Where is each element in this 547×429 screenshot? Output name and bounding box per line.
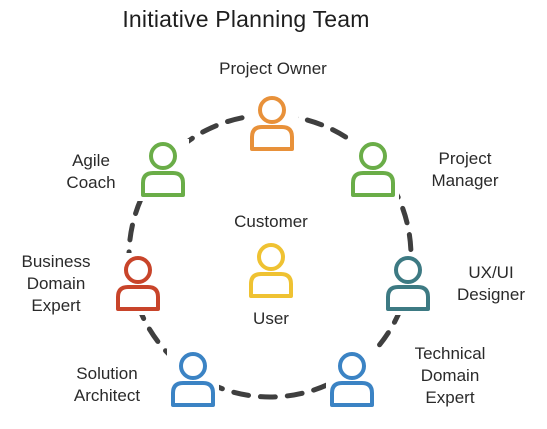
role-label-project-manager: Project Manager — [431, 149, 499, 190]
role-label-project-owner: Project Owner — [219, 59, 327, 78]
diagram-title: Initiative Planning Team — [122, 6, 370, 32]
person-icon-customer-user — [245, 240, 297, 302]
role-label-agile-coach: Agile Coach — [66, 151, 116, 192]
role-label-ux-ui-designer: UX/UI Designer — [456, 263, 526, 304]
person-icon-solution-architect — [167, 349, 219, 411]
person-icon-project-manager — [347, 139, 399, 201]
role-label-business-domain-expert: Business Domain Expert — [21, 252, 91, 315]
center-label-customer: Customer — [234, 212, 308, 231]
person-icon-business-domain-expert — [112, 253, 164, 315]
person-icon-agile-coach — [137, 139, 189, 201]
role-label-technical-domain-expert: Technical Domain Expert — [414, 344, 486, 407]
person-icon-project-owner — [246, 93, 298, 155]
role-label-solution-architect: Solution Architect — [73, 364, 141, 405]
center-label-user: User — [253, 309, 289, 328]
person-icon-technical-domain-expert — [326, 349, 378, 411]
person-icon-ux-ui-designer — [382, 253, 434, 315]
